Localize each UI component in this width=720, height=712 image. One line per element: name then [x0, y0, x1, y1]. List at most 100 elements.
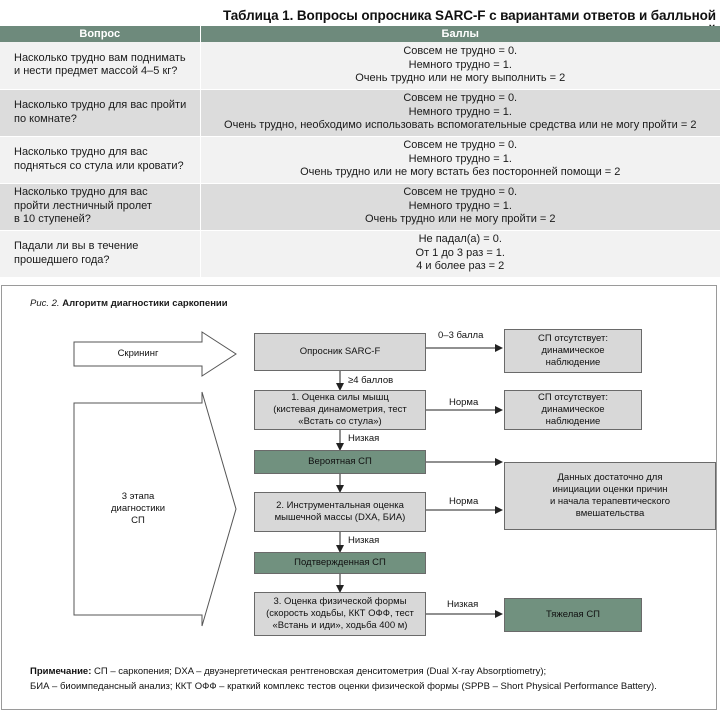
edge-label-score-high: ≥4 баллов: [348, 375, 394, 386]
question-line: Насколько трудно вам поднимать: [14, 51, 186, 64]
answer-line: 4 и более раз = 2: [416, 260, 505, 273]
sarcf-text: Опросник SARC-F: [299, 346, 381, 357]
answer-line: Немного трудно = 1.: [408, 105, 512, 118]
instrumental-box: 2. Инструментальная оценка мышечной масс…: [254, 492, 426, 532]
answer-line: Немного трудно = 1.: [408, 199, 512, 212]
question-line: по комнате?: [14, 112, 77, 125]
score-cell: Совсем не трудно = 0. Немного трудно = 1…: [200, 89, 720, 137]
header-score: Баллы: [200, 26, 720, 42]
question-line: в 10 ступеней?: [14, 213, 91, 226]
question-cell: Насколько трудно вам поднимать и нести п…: [0, 42, 201, 90]
question-cell: Насколько трудно для вас подняться со ст…: [0, 136, 201, 184]
edge-label-norm-2: Норма: [449, 496, 479, 507]
edge-label-norm-1: Норма: [449, 397, 479, 408]
note-text-1: СП – саркопения; DXA – двуэнергетическая…: [91, 666, 547, 677]
physical-line: 3. Оценка физической формы: [273, 596, 407, 607]
answer-line: Очень трудно, необходимо использовать вс…: [224, 119, 697, 132]
probable-box: Вероятная СП: [254, 450, 426, 474]
screening-label: Скрининг: [74, 342, 202, 366]
answer-line: Совсем не трудно = 0.: [403, 45, 518, 57]
table-row: Насколько трудно для вас пройти по комна…: [0, 89, 720, 137]
physical-box: 3. Оценка физической формы (скорость ход…: [254, 592, 426, 636]
strength-line: (кистевая динамометрия, тест: [273, 404, 407, 415]
strength-line: «Встать со стула»): [298, 416, 382, 427]
enough-line: и начала терапевтического: [549, 496, 671, 507]
stages-label: 3 этапа диагностики СП: [74, 486, 202, 532]
absent-line: СП отсутствует:: [538, 392, 608, 403]
stages-line: диагностики: [111, 503, 165, 514]
probable-text: Вероятная СП: [308, 456, 372, 467]
enough-box: Данных достаточно для инициации оценки п…: [504, 462, 716, 530]
score-cell: Совсем не трудно = 0. Немного трудно = 1…: [200, 136, 720, 184]
sarcf-box: Опросник SARC-F: [254, 333, 426, 371]
stages-arrow-shape: [73, 391, 237, 627]
absent-line: динамическое: [541, 345, 605, 356]
enough-line: инициации оценки причин: [552, 484, 668, 495]
sarc-f-table: Вопрос Баллы Насколько трудно вам подним…: [0, 26, 720, 278]
question-cell: Насколько трудно для вас пройти по комна…: [0, 89, 201, 137]
table-row: Насколько трудно для вас подняться со ст…: [0, 136, 720, 184]
table-row: Падали ли вы в течение прошедшего года? …: [0, 230, 720, 278]
score-cell: Совсем не трудно = 0. Немного трудно = 1…: [200, 183, 720, 231]
answer-line: Очень трудно или не могу выполнить = 2: [355, 72, 566, 84]
enough-line: вмешательства: [575, 508, 645, 519]
answer-line: Не падал(а) = 0.: [418, 233, 502, 246]
absent-line: наблюдение: [545, 357, 601, 368]
figure-caption-title: Алгоритм диагностики саркопении: [62, 298, 228, 309]
figure-caption: Рис. 2. Алгоритм диагностики саркопении: [30, 298, 228, 309]
question-cell: Насколько трудно для вас пройти лестничн…: [0, 183, 201, 231]
figure-caption-prefix: Рис. 2.: [30, 298, 60, 309]
answer-line: Очень трудно или не могу встать без пост…: [300, 166, 621, 179]
score-cell: Совсем не трудно = 0. Немного трудно = 1…: [200, 42, 720, 90]
instrumental-line: 2. Инструментальная оценка: [276, 500, 404, 511]
question-line: пройти лестничный пролет: [14, 199, 152, 212]
answer-line: От 1 до 3 раз = 1.: [415, 246, 505, 259]
question-cell: Падали ли вы в течение прошедшего года?: [0, 230, 201, 278]
confirmed-box: Подтвержденная СП: [254, 552, 426, 574]
question-line: Насколько трудно для вас: [14, 186, 148, 199]
question-line: Насколько трудно для вас: [14, 146, 148, 158]
edge-label-score-low: 0–3 балла: [438, 330, 484, 341]
question-line: и нести предмет массой 4–5 кг?: [14, 65, 178, 78]
screening-arrow-shape: [73, 331, 237, 377]
stages-line: СП: [131, 515, 145, 526]
confirmed-text: Подтвержденная СП: [294, 557, 386, 568]
table-header-row: Вопрос Баллы: [0, 26, 720, 42]
answer-line: Совсем не трудно = 0.: [403, 139, 518, 152]
note-label: Примечание:: [30, 666, 92, 677]
severe-text: Тяжелая СП: [545, 609, 601, 620]
figure-note: Примечание: СП – саркопения; DXA – двуэн…: [30, 664, 657, 694]
edge-label-low-2: Низкая: [348, 535, 380, 546]
note-line-2: БИА – биоимпедансный анализ; ККТ ОФФ – к…: [30, 681, 657, 692]
strength-line: 1. Оценка силы мышц: [291, 392, 389, 403]
answer-line: Немного трудно = 1.: [408, 152, 512, 165]
answer-line: Совсем не трудно = 0.: [403, 92, 518, 105]
table-row: Насколько трудно вам поднимать и нести п…: [0, 42, 720, 90]
question-line: Насколько трудно для вас пройти: [14, 99, 187, 111]
question-line: прошедшего года?: [14, 253, 110, 266]
absent-box-1: СП отсутствует: динамическое наблюдение: [504, 329, 642, 373]
instrumental-line: мышечной массы (DXA, БИА): [274, 512, 406, 523]
header-question: Вопрос: [0, 26, 201, 42]
flow-arrows: [73, 331, 503, 627]
answer-line: Очень трудно или не могу пройти = 2: [364, 213, 556, 226]
enough-line: Данных достаточно для: [557, 472, 663, 483]
question-line: Падали ли вы в течение: [14, 240, 139, 252]
physical-line: (скорость ходьбы, ККТ ОФФ, тест: [266, 608, 414, 619]
figure-panel: Рис. 2. Алгоритм диагностики саркопении …: [1, 285, 717, 710]
table-row: Насколько трудно для вас пройти лестничн…: [0, 183, 720, 231]
stages-line: 3 этапа: [121, 491, 155, 502]
absent-line: динамическое: [541, 404, 605, 415]
edge-label-low-1: Низкая: [348, 433, 380, 444]
absent-line: наблюдение: [545, 416, 601, 427]
score-cell: Не падал(а) = 0. От 1 до 3 раз = 1. 4 и …: [200, 230, 720, 278]
absent-line: СП отсутствует:: [538, 333, 608, 344]
physical-line: «Встань и иди», ходьба 400 м): [272, 620, 408, 631]
strength-box: 1. Оценка силы мышц (кистевая динамометр…: [254, 390, 426, 430]
note-line-1: Примечание: СП – саркопения; DXA – двуэн…: [30, 664, 657, 679]
screening-text: Скрининг: [117, 348, 159, 359]
question-line: подняться со стула или кровати?: [14, 159, 184, 172]
severe-box: Тяжелая СП: [504, 598, 642, 632]
edge-label-low-3: Низкая: [447, 599, 479, 610]
answer-line: Немного трудно = 1.: [408, 58, 512, 71]
